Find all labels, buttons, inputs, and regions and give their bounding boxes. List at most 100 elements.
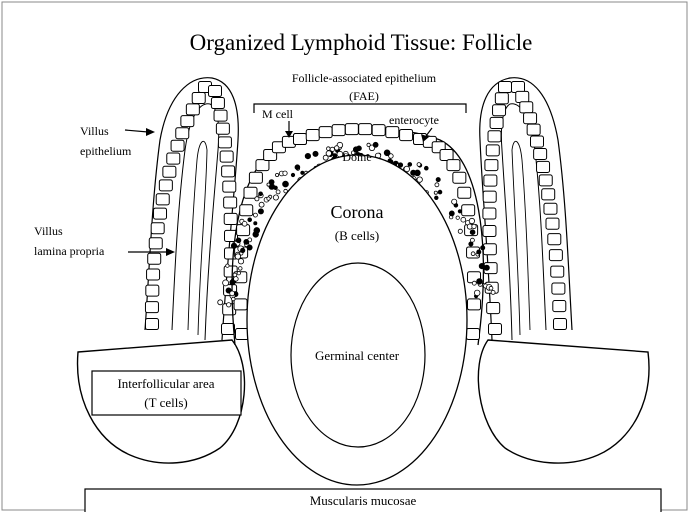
villus-epithelium-label: Villus [80, 124, 109, 138]
epithelial-cell [234, 299, 247, 310]
lymphocyte [481, 246, 485, 250]
lymphocyte [479, 263, 484, 268]
epithelial-cell [159, 180, 172, 191]
epithelial-cell [222, 324, 235, 335]
epithelial-cell [493, 105, 506, 116]
lymphocyte [235, 254, 240, 259]
germinal-center-label: Germinal center [315, 348, 400, 363]
epithelial-cell [483, 244, 496, 255]
left-villus-cells [145, 82, 237, 335]
lymphocyte [218, 300, 223, 305]
lymphocyte [258, 209, 263, 214]
lymphocyte [408, 163, 412, 167]
lymphocyte [276, 173, 279, 176]
epithelial-cell [524, 113, 537, 124]
epithelial-cell [499, 82, 512, 93]
epithelial-cell [256, 160, 269, 171]
epithelial-cell [146, 285, 159, 296]
epithelial-cell [400, 130, 413, 141]
lymphocyte [458, 229, 462, 233]
epithelial-cell [186, 104, 199, 115]
lymphocyte [470, 238, 474, 242]
epithelial-cell [440, 149, 453, 160]
lymphocyte [241, 248, 245, 252]
epithelial-cell [154, 208, 167, 219]
lymphocyte [239, 267, 243, 271]
lymphocyte [283, 181, 289, 187]
epithelial-cell [220, 151, 233, 162]
muscularis-mucosae-label: Muscularis mucosae [310, 493, 417, 508]
epithelial-cell [319, 127, 332, 138]
epithelial-cell [468, 299, 481, 310]
epithelial-cell [462, 205, 475, 216]
lymphocyte [234, 277, 239, 282]
right-villus-core [512, 141, 530, 335]
villus-epithelium-label-line2: epithelium [80, 144, 132, 158]
epithelial-cell [224, 213, 237, 224]
lymphocyte [472, 281, 476, 285]
epithelial-cell [527, 124, 540, 135]
epithelial-cell [211, 98, 224, 109]
lymphocyte [477, 279, 483, 285]
epithelial-cell [488, 131, 501, 142]
epithelial-cell [520, 102, 533, 113]
dome-label: Dome [342, 150, 371, 164]
lymphocyte [435, 196, 439, 200]
lymphocyte [470, 230, 475, 235]
epithelial-cell [487, 303, 500, 314]
b-cells-label: (B cells) [335, 228, 379, 243]
lymphocyte [417, 163, 421, 167]
epithelial-cell [345, 124, 358, 135]
right-interfollicular-lobe [478, 340, 649, 463]
epithelial-cell [489, 324, 502, 335]
lymphocyte [458, 210, 461, 213]
lymphocyte [230, 291, 235, 296]
lymphocyte [461, 217, 466, 222]
epithelial-cell [222, 166, 235, 177]
lymphocyte [367, 143, 370, 146]
epithelial-cell [549, 250, 562, 261]
lymphocyte [474, 290, 480, 296]
epithelial-cell [163, 166, 176, 177]
lymphocyte [411, 170, 416, 175]
lymphocyte [227, 303, 231, 307]
lymphocyte [434, 191, 437, 194]
epithelial-cell [372, 125, 385, 136]
lymphocyte [477, 250, 481, 254]
lymphocyte [417, 177, 422, 182]
epithelial-cell [145, 302, 158, 313]
epithelial-cell [486, 145, 499, 156]
lymphocyte [238, 259, 243, 264]
lymphocyte [223, 280, 229, 286]
lymphocyte [295, 165, 300, 170]
lymphocyte [335, 146, 339, 150]
lymphocyte [305, 153, 310, 158]
epithelial-cell [147, 269, 160, 280]
villus-epithelium-arrow [125, 130, 148, 132]
lymphocyte [471, 252, 475, 256]
fae-abbrev: (FAE) [349, 89, 379, 103]
lymphocyte [326, 151, 331, 156]
epithelial-cell [552, 283, 565, 294]
epithelial-cell [458, 187, 471, 198]
enterocyte-label: enterocyte [389, 113, 439, 127]
epithelial-cell [181, 116, 194, 127]
lymphocyte [436, 178, 440, 182]
lymphocyte [384, 150, 390, 156]
epithelial-cell [244, 187, 257, 198]
lymphocyte [253, 213, 257, 217]
lymphocyte [247, 245, 252, 250]
epithelial-cell [537, 161, 550, 172]
epithelial-cell [386, 127, 399, 138]
epithelial-cell [171, 140, 184, 151]
t-cells-label: (T cells) [144, 395, 187, 410]
epithelial-cell [249, 172, 262, 183]
epithelial-cell [223, 181, 236, 192]
villus-lamina-propria-arrowhead [166, 248, 175, 256]
epithelial-cell [218, 137, 231, 148]
epithelial-cell [176, 128, 189, 139]
epithelial-cell [485, 160, 498, 171]
lymphocyte [244, 239, 249, 244]
epithelial-cell [546, 218, 559, 229]
